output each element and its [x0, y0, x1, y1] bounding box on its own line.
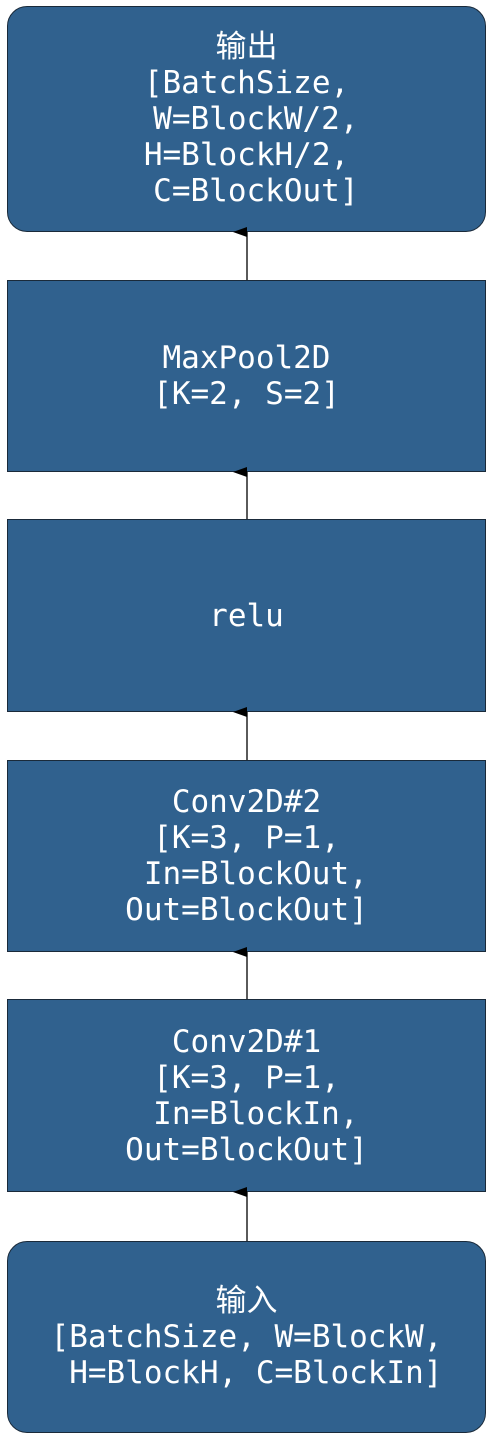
maxpool-title: MaxPool2D	[162, 340, 331, 376]
conv1-params-line-1: [K=3, P=1,	[153, 1059, 340, 1096]
input-shape-line-2: H=BlockH, C=BlockIn]	[50, 1355, 443, 1391]
output-shape-line-1: [BatchSize,	[143, 65, 350, 101]
maxpool-params: [K=2, S=2]	[153, 376, 340, 412]
conv2-node: Conv2D#2 [K=3, P=1, In=BlockOut, Out=Blo…	[7, 760, 486, 952]
input-shape-line-1: [BatchSize, W=BlockW,	[50, 1319, 443, 1355]
conv1-title: Conv2D#1	[171, 1023, 322, 1060]
conv2-params-line-1: [K=3, P=1,	[153, 820, 340, 856]
output-title: 输出	[215, 29, 278, 65]
conv2-params-line-3: Out=BlockOut]	[125, 892, 368, 928]
maxpool-node: MaxPool2D [K=2, S=2]	[7, 280, 486, 472]
relu-node: relu	[7, 519, 486, 712]
conv2-title: Conv2D#2	[171, 784, 322, 820]
conv2-params-line-2: In=BlockOut,	[125, 856, 368, 892]
conv1-params-line-3: Out=BlockOut]	[125, 1131, 368, 1168]
conv1-node: Conv2D#1 [K=3, P=1, In=BlockIn, Out=Bloc…	[7, 999, 486, 1192]
output-shape-line-4: C=BlockOut]	[134, 173, 359, 209]
output-shape-line-3: H=BlockH/2,	[143, 137, 350, 173]
output-node: 输出 [BatchSize, W=BlockW/2, H=BlockH/2, C…	[7, 6, 486, 232]
relu-title: relu	[209, 597, 284, 634]
input-title: 输入	[215, 1283, 278, 1319]
input-node: 输入 [BatchSize, W=BlockW, H=BlockH, C=Blo…	[7, 1241, 486, 1433]
conv1-params-line-2: In=BlockIn,	[134, 1095, 359, 1132]
output-shape-line-2: W=BlockW/2,	[134, 101, 359, 137]
